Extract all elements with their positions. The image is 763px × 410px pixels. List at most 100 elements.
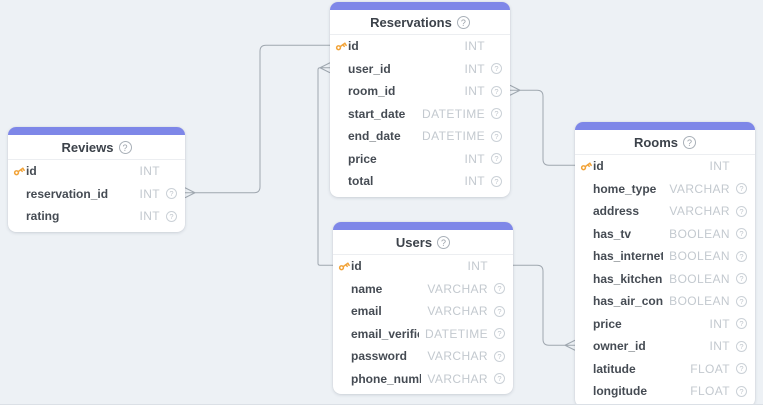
table-row-has_tv[interactable]: has_tv BOOLEAN ? — [575, 223, 755, 246]
table-row-home_type[interactable]: home_type VARCHAR ? — [575, 178, 755, 201]
field-type: INT — [709, 159, 730, 174]
question-circle-icon[interactable]: ? — [494, 305, 505, 317]
help-slot: ? — [736, 228, 747, 240]
field-type: BOOLEAN — [669, 226, 730, 241]
question-circle-icon[interactable]: ? — [494, 283, 505, 295]
table-card-users[interactable]: Users ? id INT name VARCHAR ? email VARC… — [333, 222, 513, 394]
table-row-price[interactable]: price INT ? — [330, 148, 510, 171]
question-circle-icon[interactable]: ? — [736, 273, 747, 285]
help-slot: ? — [491, 63, 502, 75]
question-circle-icon[interactable]: ? — [491, 108, 502, 120]
question-circle-icon[interactable]: ? — [736, 228, 747, 240]
table-row-id[interactable]: id INT — [8, 160, 185, 183]
help-slot: ? — [494, 283, 505, 295]
question-circle-icon[interactable]: ? — [736, 250, 747, 262]
table-rows: id INT user_id INT ? room_id INT ? start… — [330, 35, 510, 197]
table-header[interactable]: Reviews ? — [8, 135, 185, 160]
table-row-id[interactable]: id INT — [333, 255, 513, 278]
table-card-rooms[interactable]: Rooms ? id INT home_type VARCHAR ? addre… — [575, 122, 755, 404]
question-circle-icon[interactable]: ? — [491, 153, 502, 165]
table-rows: id INT name VARCHAR ? email VARCHAR ? em… — [333, 255, 513, 394]
field-name: email — [351, 304, 382, 319]
field-name: rating — [26, 209, 60, 224]
table-row-end_date[interactable]: end_date DATETIME ? — [330, 125, 510, 148]
question-circle-icon[interactable]: ? — [491, 63, 502, 75]
table-row-longitude[interactable]: longitude FLOAT ? — [575, 380, 755, 403]
relationship-line-4[interactable] — [513, 264, 565, 346]
question-circle-icon[interactable]: ? — [437, 235, 451, 249]
question-circle-icon[interactable]: ? — [118, 140, 132, 154]
question-circle-icon[interactable]: ? — [494, 373, 505, 385]
question-circle-icon[interactable]: ? — [491, 85, 502, 97]
question-circle-icon[interactable]: ? — [166, 188, 177, 200]
crow-foot-reservations-user_id[interactable] — [319, 62, 331, 74]
table-row-id[interactable]: id INT — [330, 35, 510, 58]
field-type: BOOLEAN — [669, 294, 730, 309]
table-row-email_verified_at[interactable]: email_verified_at DATETIME ? — [333, 323, 513, 346]
table-card-reservations[interactable]: Reservations ? id INT user_id INT ? room… — [330, 2, 510, 197]
question-circle-icon[interactable]: ? — [736, 385, 747, 397]
field-name: reservation_id — [26, 186, 109, 201]
question-circle-icon[interactable]: ? — [494, 350, 505, 362]
table-title: Rooms — [633, 134, 679, 150]
question-circle-icon[interactable]: ? — [736, 205, 747, 217]
relationship-line-1[interactable] — [195, 44, 330, 194]
question-circle-icon[interactable]: ? — [166, 210, 177, 222]
table-row-rating[interactable]: rating INT ? — [8, 205, 185, 228]
help-slot: ? — [166, 210, 177, 222]
table-row-has_air_con[interactable]: has_air_con BOOLEAN ? — [575, 290, 755, 313]
question-circle-icon[interactable]: ? — [491, 175, 502, 187]
table-header[interactable]: Users ? — [333, 230, 513, 255]
field-name: home_type — [593, 181, 657, 196]
table-row-price[interactable]: price INT ? — [575, 313, 755, 336]
table-header[interactable]: Rooms ? — [575, 130, 755, 155]
field-type: VARCHAR — [669, 181, 730, 196]
field-name: id — [348, 39, 359, 54]
help-slot: ? — [494, 328, 505, 340]
field-type: INT — [709, 316, 730, 331]
relationship-line-3[interactable] — [520, 89, 575, 166]
crow-foot-reservations-room_id[interactable] — [509, 84, 521, 96]
table-row-total[interactable]: total INT ? — [330, 170, 510, 193]
table-row-name[interactable]: name VARCHAR ? — [333, 278, 513, 301]
table-row-address[interactable]: address VARCHAR ? — [575, 200, 755, 223]
crow-foot-reviews-reservation_id[interactable] — [184, 187, 196, 199]
table-accent-bar — [8, 127, 185, 135]
question-circle-icon[interactable]: ? — [736, 318, 747, 330]
question-circle-icon[interactable]: ? — [456, 15, 470, 29]
question-circle-icon[interactable]: ? — [736, 183, 747, 195]
question-circle-icon[interactable]: ? — [491, 130, 502, 142]
table-header[interactable]: Reservations ? — [330, 10, 510, 35]
table-row-latitude[interactable]: latitude FLOAT ? — [575, 358, 755, 381]
crow-foot-rooms-owner_id[interactable] — [564, 339, 576, 351]
table-row-has_kitchen[interactable]: has_kitchen BOOLEAN ? — [575, 268, 755, 291]
table-row-password[interactable]: password VARCHAR ? — [333, 345, 513, 368]
primary-key-icon — [13, 167, 25, 176]
table-row-user_id[interactable]: user_id INT ? — [330, 58, 510, 81]
field-type: VARCHAR — [427, 304, 488, 319]
table-card-reviews[interactable]: Reviews ? id INT reservation_id INT ? ra… — [8, 127, 185, 232]
field-type: INT — [139, 164, 160, 179]
field-name: room_id — [348, 84, 396, 99]
field-name: price — [593, 316, 622, 331]
table-row-email[interactable]: email VARCHAR ? — [333, 300, 513, 323]
field-type: INT — [467, 259, 488, 274]
table-row-id[interactable]: id INT — [575, 155, 755, 178]
help-slot: ? — [166, 188, 177, 200]
help-slot: ? — [491, 130, 502, 142]
table-row-reservation_id[interactable]: reservation_id INT ? — [8, 183, 185, 206]
table-row-start_date[interactable]: start_date DATETIME ? — [330, 103, 510, 126]
question-circle-icon[interactable]: ? — [494, 328, 505, 340]
table-rows: id INT reservation_id INT ? rating INT ? — [8, 160, 185, 232]
table-row-phone_number[interactable]: phone_number VARCHAR ? — [333, 368, 513, 391]
question-circle-icon[interactable]: ? — [736, 363, 747, 375]
question-circle-icon[interactable]: ? — [683, 135, 697, 149]
help-slot: ? — [736, 363, 747, 375]
question-circle-icon[interactable]: ? — [736, 295, 747, 307]
question-circle-icon[interactable]: ? — [736, 340, 747, 352]
field-name: phone_number — [351, 371, 421, 386]
table-row-room_id[interactable]: room_id INT ? — [330, 80, 510, 103]
table-row-has_internet[interactable]: has_internet BOOLEAN ? — [575, 245, 755, 268]
table-row-owner_id[interactable]: owner_id INT ? — [575, 335, 755, 358]
